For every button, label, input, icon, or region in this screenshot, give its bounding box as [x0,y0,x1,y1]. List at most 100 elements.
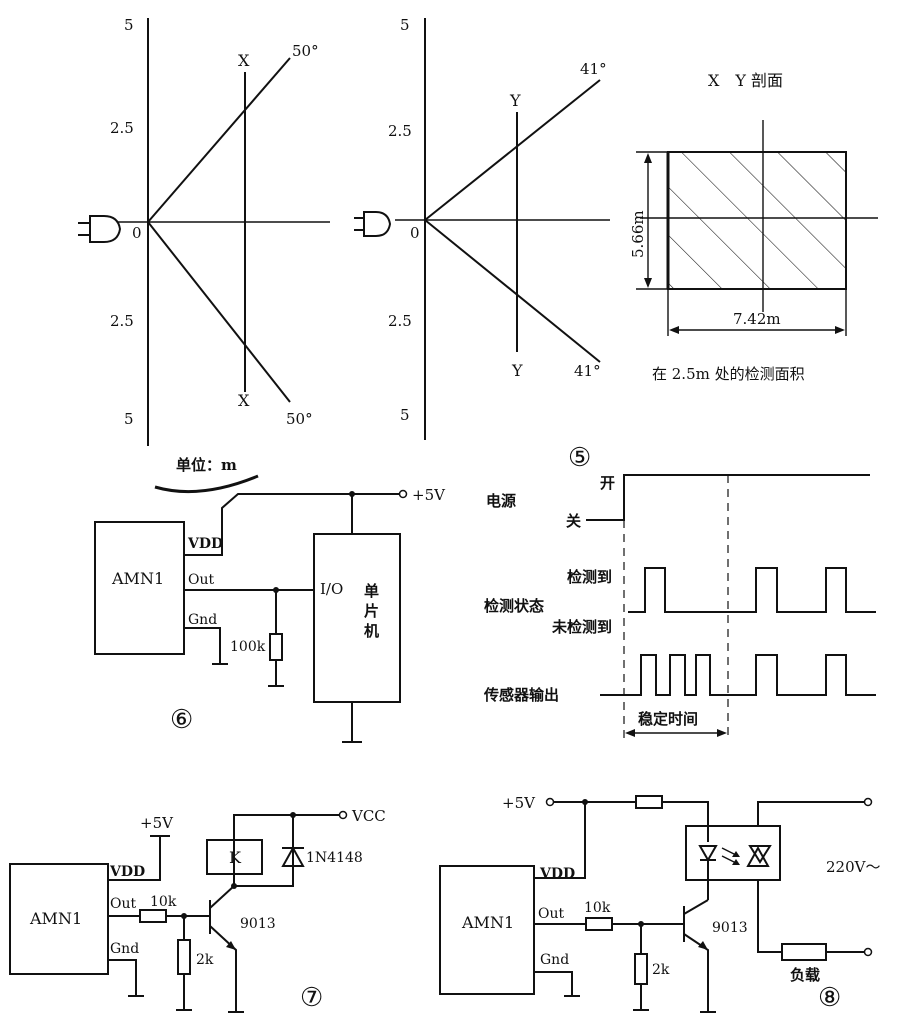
gnd-wire-7 [108,959,137,996]
left-tick-2-5-lower: 2.5 [110,312,134,330]
diode-loop-wire-7 [233,815,294,887]
r1-label-8: 10k [584,900,611,916]
vcc-label-8: +5V [502,794,536,812]
relay-top-wire-7 [233,814,340,860]
right-lower-boundary [424,219,601,363]
amn1-label-7: AMN1 [29,909,82,928]
led-feed-wire-8 [662,801,709,842]
io-label: I/O [320,580,343,598]
angle-label-50-bottom: 50° [286,410,313,428]
resistor-label-6: 100k [230,639,266,655]
resistor-100k [269,633,283,661]
power-label: 电源 [486,492,516,510]
vcc-terminal-8[interactable] [545,797,555,807]
left-tick-0: 0 [132,224,142,242]
mcu-char-3: 机 [364,622,379,640]
vcc-terminal-7[interactable] [338,810,348,820]
width-arrow-left [669,326,679,334]
r1-label-7: 10k [150,894,177,910]
left-tick-5-bottom: 5 [124,410,134,428]
vdd-pin-7: VDD [109,864,145,880]
x-label-bottom: X [238,391,250,410]
sensor-icon-right [354,211,392,237]
left-lower-boundary [147,221,291,403]
out-pin-6: Out [188,572,214,588]
angle-label-41-bottom: 41° [574,362,601,380]
vdd-wire-6 [184,493,400,556]
width-arrow-right [835,326,845,334]
height-arrow-bottom [644,278,652,288]
triac-top-wire-8 [757,801,866,826]
amn1-module-8 [439,865,535,995]
right-upper-boundary [424,79,601,221]
gnd-wire-6 [184,627,221,664]
circuit-7: AMN1 VDD Out Gnd +5V 10k 2k 9013 VCC [9,807,386,1013]
right-detection-diagram: 5 2.5 0 2.5 5 Y Y 41° 41° [354,16,610,440]
gnd-pin-8: Gnd [540,952,569,968]
resistor-led-8 [635,795,663,809]
stable-time-label: 稳定时间 [638,710,698,728]
triac-bottom-wire-8 [757,880,782,953]
gnd-wire-8 [534,971,573,996]
figure-number-8: ⑧ [818,983,841,1013]
unit-label: 单位：m [176,456,237,474]
vdd-wire-7 [108,836,161,881]
r2-label-7: 2k [196,952,214,968]
amn1-label-8: AMN1 [461,913,514,932]
y-label-bottom: Y [511,361,523,380]
resistor-2k-7 [177,939,191,975]
height-label: 5.66m [629,210,647,258]
gnd-pin-6: Gnd [188,612,217,628]
right-tick-5-top: 5 [400,16,410,34]
right-tick-0: 0 [410,224,420,242]
right-tick-5-bottom: 5 [400,406,410,424]
vcc-terminal-6[interactable] [398,489,408,499]
vcc-label-6: +5V [412,486,446,504]
detection-state-label: 检测状态 [484,597,544,615]
x-label-top: X [238,51,250,70]
power-waveform [586,474,870,521]
triac-symbol-8 [746,845,772,867]
vdd-pin-8: VDD [539,866,575,882]
vcc2-label-7: VCC [351,807,386,825]
sensor-output-waveform [600,654,876,696]
optocoupler-box [685,825,781,881]
power-on-label: 开 [600,474,615,492]
figure-number-5: ⑤ [568,443,591,473]
left-upper-boundary [147,57,291,223]
left-tick-2-5-upper: 2.5 [110,119,134,137]
load-label: 负载 [790,966,820,984]
ac-terminal-top[interactable] [863,797,873,807]
section-title: X Y 剖面 [708,71,783,90]
angle-label-50-top: 50° [292,42,319,60]
vdd-wire-8 [534,802,586,879]
height-arrow-top [644,153,652,163]
mcu-char-2: 片 [364,602,379,620]
resistor-10k-8 [585,917,613,931]
detected-label: 检测到 [567,568,612,586]
left-tick-5-top: 5 [124,16,134,34]
led-symbol-8 [698,845,740,865]
circuit-6: AMN1 VDD Out Gnd +5V I/O 单 片 机 100k ⑥ [94,486,446,743]
xy-section-diagram: X Y 剖面 5.66m 7.42m 在 2.5m 处的检测面积 ⑤ [568,71,878,473]
transistor-9013-7 [209,860,237,1012]
left-detection-diagram: 5 2.5 0 2.5 5 X X 50° 50° 单位：m [78,16,330,494]
right-tick-2-5-upper: 2.5 [388,122,412,140]
resistor-2k-8 [634,953,648,985]
stable-arrow-left [625,729,635,737]
section-caption: 在 2.5m 处的检测面积 [652,365,805,383]
unit-underline-stroke [154,474,259,494]
mcu-box [313,533,401,703]
transistor-label-8: 9013 [712,920,748,936]
diode-1n4148 [281,845,305,867]
figure-number-7: ⑦ [300,983,323,1013]
gnd-pin-7: Gnd [110,941,139,957]
vcc-label-7: +5V [140,814,174,832]
resistor-10k-7 [139,909,167,923]
diode-label-7: 1N4148 [306,850,363,866]
mcu-char-1: 单 [364,582,379,600]
r2-label-8: 2k [652,962,670,978]
ac-terminal-bottom[interactable] [863,947,873,957]
detection-area-hatch [668,152,846,289]
